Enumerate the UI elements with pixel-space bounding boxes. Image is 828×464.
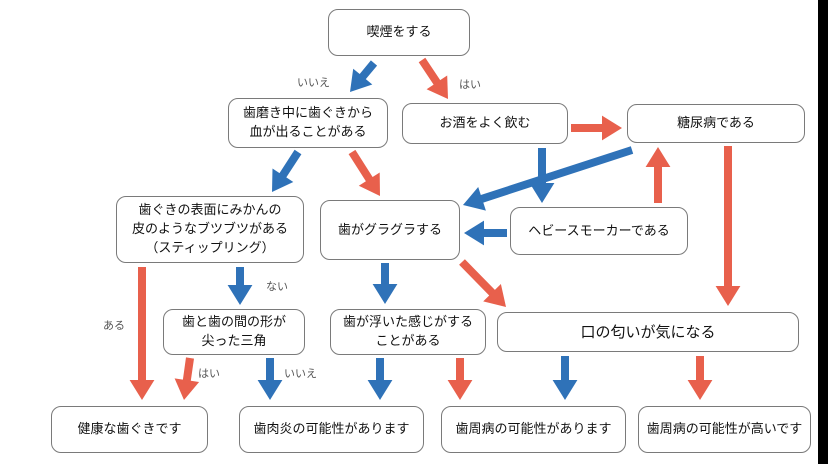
arrow-smoke-no xyxy=(350,60,378,92)
arrow-loose-floating xyxy=(372,263,398,304)
label-yes-pointed: はい xyxy=(198,367,220,380)
result-periodontitis-high: 歯周病の可能性が高いです xyxy=(638,406,811,453)
arrow-bleeding-yes xyxy=(348,149,380,196)
arrow-floating-periodontitis xyxy=(447,358,473,400)
node-gum-bleeding: 歯磨き中に歯ぐきから 血が出ることがある xyxy=(228,98,388,148)
node-stippling: 歯ぐきの表面にみかんの 皮のようなブツブツがある （スティップリング） xyxy=(116,196,304,263)
arrow-heavysmoker-loose xyxy=(464,220,507,246)
node-diabetes: 糖尿病である xyxy=(627,104,805,143)
arrow-heavysmoker-diabetes xyxy=(645,147,671,203)
node-pointed-gap: 歯と歯の間の形が 尖った三角 xyxy=(163,309,305,355)
node-heavy-smoker: ヘビースモーカーである xyxy=(510,207,688,255)
arrow-pointed-yes xyxy=(174,357,200,400)
result-periodontitis-possible: 歯周病の可能性があります xyxy=(441,406,626,453)
arrow-stippling-no xyxy=(227,267,253,305)
node-bad-breath: 口の匂いが気になる xyxy=(497,312,799,352)
label-has-stippling: ある xyxy=(103,319,125,332)
arrow-badbreath-high xyxy=(687,356,713,400)
node-drinks-alcohol: お酒をよく飲む xyxy=(402,103,568,144)
result-healthy-gums: 健康な歯ぐきです xyxy=(51,406,208,453)
label-no-stippling: ない xyxy=(266,280,288,293)
label-no-smoking: いいえ xyxy=(297,76,330,89)
arrow-alcohol-diabetes xyxy=(571,115,622,141)
arrow-bleeding-no xyxy=(272,149,302,192)
arrow-pointed-no xyxy=(257,358,283,400)
arrow-diabetes-badbreath xyxy=(715,146,741,306)
node-loose-teeth: 歯がグラグラする xyxy=(320,200,460,260)
arrow-stippling-yes xyxy=(129,267,155,400)
arrow-floating-gingivitis xyxy=(367,358,393,400)
arrow-badbreath-possible xyxy=(552,356,578,400)
result-gingivitis: 歯肉炎の可能性があります xyxy=(239,406,424,453)
node-floating-feeling: 歯が浮いた感じがする ことがある xyxy=(330,309,486,355)
label-no-pointed: いいえ xyxy=(284,367,317,380)
arrow-diabetes-loose xyxy=(463,146,634,211)
arrow-loose-badbreath xyxy=(459,259,506,307)
arrow-smoke-yes xyxy=(418,57,448,99)
label-yes-smoking: はい xyxy=(459,78,481,91)
node-smoking: 喫煙をする xyxy=(328,9,470,56)
